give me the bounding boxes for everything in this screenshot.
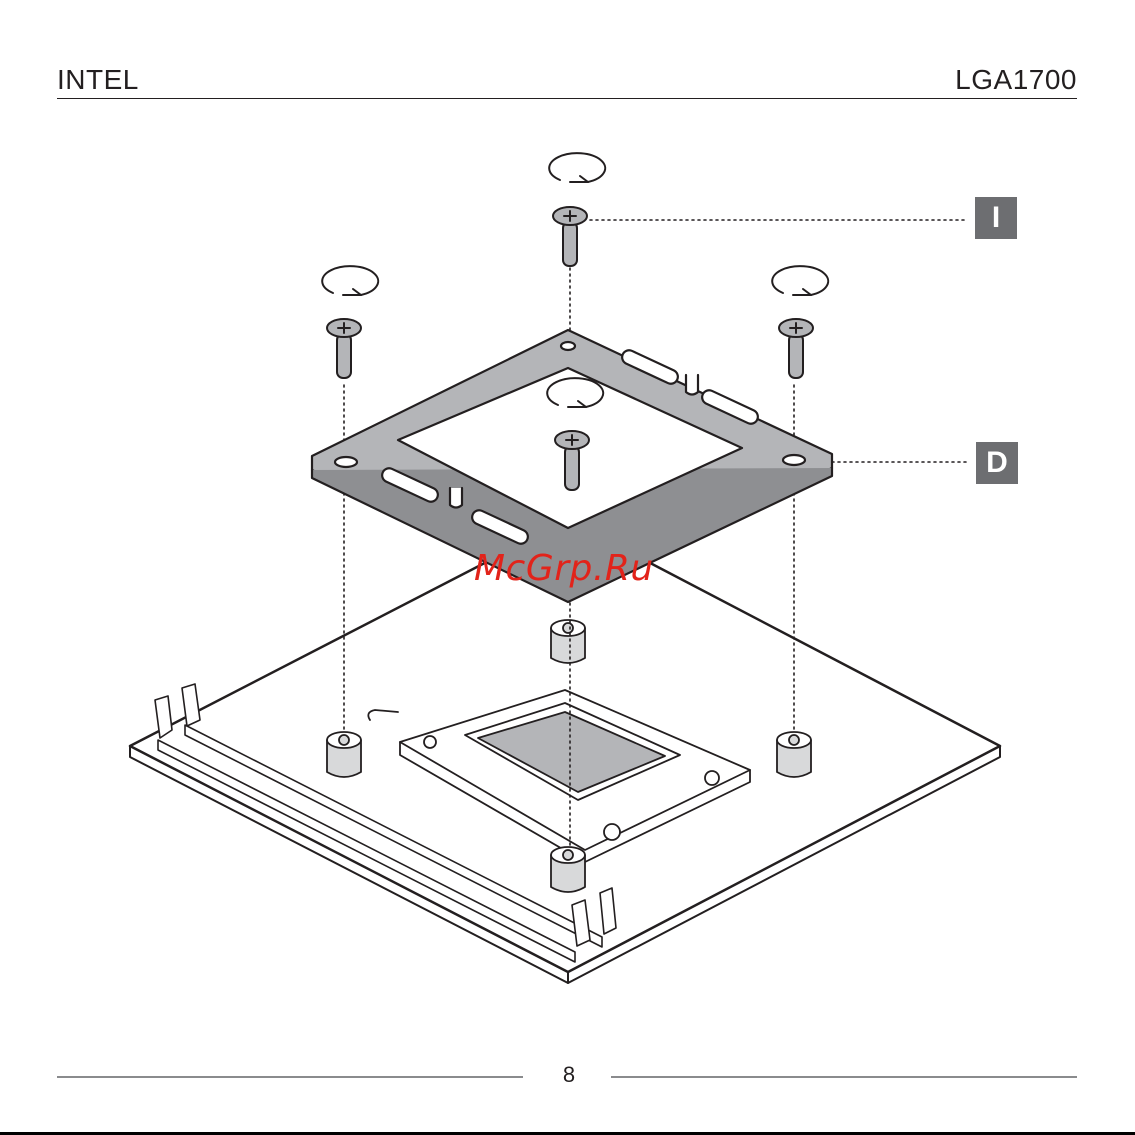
watermark: McGrp.Ru: [474, 548, 654, 589]
screw-left: [327, 319, 361, 378]
callout-label-screw: I: [975, 197, 1017, 239]
rotation-arrow-right: [772, 266, 828, 295]
standoff-right: [777, 732, 811, 777]
standoff-top: [551, 620, 585, 663]
rotation-arrow-top: [549, 153, 605, 182]
screw-right: [779, 319, 813, 378]
page-number: 8: [555, 1062, 583, 1088]
callout-label-bracket: D: [976, 442, 1018, 484]
rotation-arrow-left: [322, 266, 378, 295]
standoff-bottom: [551, 847, 585, 892]
footer-divider-right: [611, 1076, 1077, 1078]
footer-divider-left: [57, 1076, 523, 1078]
standoff-left: [327, 732, 361, 777]
screw-top: [553, 207, 587, 266]
